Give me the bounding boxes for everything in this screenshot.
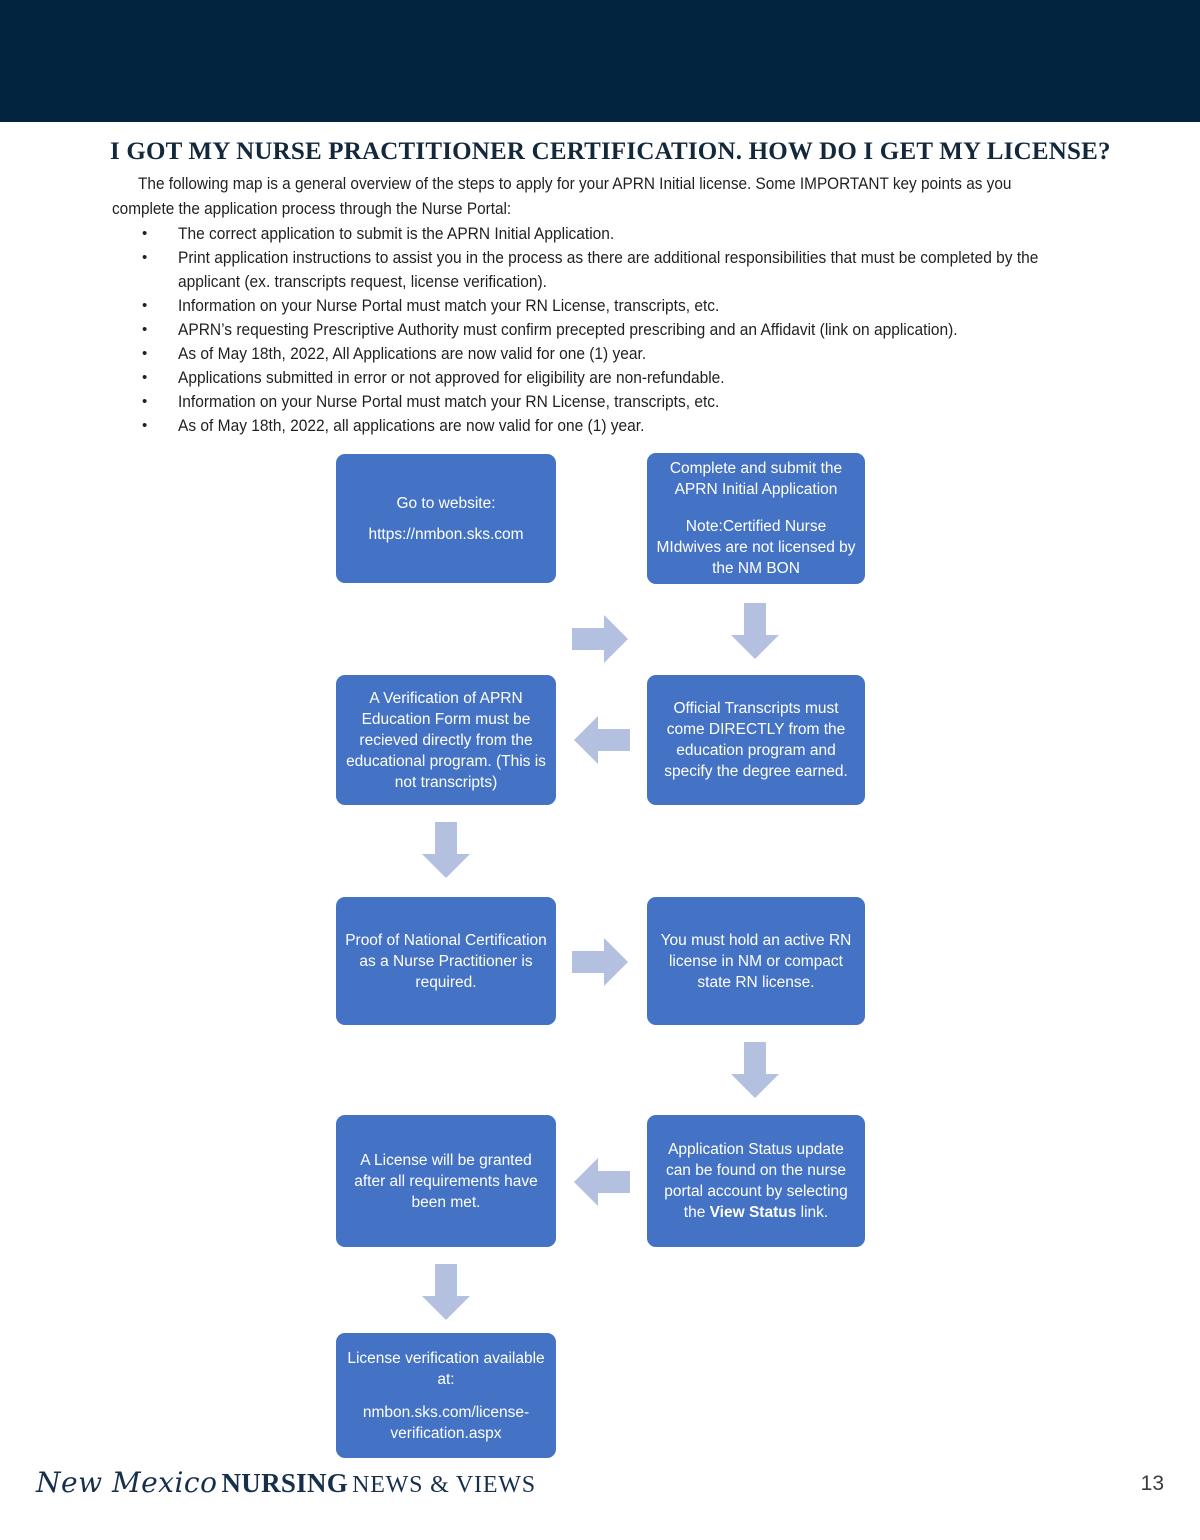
flowchart-step-rn-license: You must hold an active RN license in NM…	[647, 897, 865, 1025]
list-item-text: As of May 18th, 2022, All Applications a…	[178, 345, 647, 363]
flowchart-step-status-update: Application Status update can be found o…	[647, 1115, 865, 1247]
intro-paragraph: The following map is a general overview …	[112, 175, 1012, 218]
bullet-marker-icon: •	[142, 417, 148, 434]
list-item-text: Information on your Nurse Portal must ma…	[178, 297, 720, 315]
arrow-left-icon	[574, 1158, 630, 1206]
flowchart-step-license-granted-text: A License will be granted after all requ…	[354, 1151, 538, 1211]
page-number: 13	[1140, 1472, 1164, 1495]
list-item: • As of May 18th, 2022, all applications…	[112, 414, 1142, 438]
bullet-marker-icon: •	[142, 369, 148, 386]
list-item-text: As of May 18th, 2022, all applications a…	[178, 417, 645, 435]
list-item: • Information on your Nurse Portal must …	[112, 390, 1142, 414]
flowchart-step-website-line1: Go to website:	[396, 494, 496, 512]
flowchart-step-verification-form-text: A Verification of APRN Education Form mu…	[346, 689, 546, 791]
flowchart-step-application-line1: Complete and submit the APRN Initial App…	[669, 460, 843, 498]
flowchart-step-application-line2: Note:Certified Nurse MIdwives are not li…	[656, 518, 856, 577]
flowchart-step-website-line2: https://nmbon.sks.com	[368, 525, 524, 543]
flowchart-step-transcripts: Official Transcripts must come DIRECTLY …	[647, 675, 865, 805]
list-item-text: The correct application to submit is the…	[178, 225, 615, 243]
flowchart-step-status-update-text: Application Status update can be found o…	[656, 1139, 856, 1223]
list-item: • Applications submitted in error or not…	[112, 366, 1142, 390]
page-title: I GOT MY NURSE PRACTITIONER CERTIFICATIO…	[110, 138, 1111, 165]
list-item: • As of May 18th, 2022, All Applications…	[112, 342, 1142, 366]
list-item-text: Information on your Nurse Portal must ma…	[178, 393, 720, 411]
flowchart-step-license-granted: A License will be granted after all requ…	[336, 1115, 556, 1247]
masthead-script-text: New Mexico	[36, 1466, 218, 1499]
masthead-bold-text: NURSING	[221, 1468, 349, 1498]
list-item: • Information on your Nurse Portal must …	[112, 294, 1142, 318]
arrow-right-icon	[572, 615, 628, 663]
bullet-marker-icon: •	[142, 225, 148, 242]
masthead-light-text: NEWS & VIEWS	[352, 1472, 536, 1498]
arrow-down-icon	[731, 603, 779, 659]
status-update-prefix: Application Status update can be found o…	[664, 1141, 848, 1221]
flowchart-step-application: Complete and submit the APRN Initial App…	[647, 453, 865, 584]
list-item-text: Applications submitted in error or not a…	[178, 369, 725, 387]
flowchart-step-national-certification-text: Proof of National Certification as a Nur…	[345, 931, 547, 991]
bullet-marker-icon: •	[142, 321, 148, 338]
bullet-marker-icon: •	[142, 345, 148, 362]
flowchart-step-transcripts-text: Official Transcripts must come DIRECTLY …	[664, 700, 848, 780]
header-banner	[0, 0, 1200, 122]
arrow-right-icon	[572, 938, 628, 986]
flowchart-step-license-verification: License verification available at: nmbon…	[336, 1333, 556, 1458]
flowchart-step-license-verification-line2: nmbon.sks.com/license-verification.aspx	[362, 1403, 530, 1442]
bullet-marker-icon: •	[142, 249, 148, 266]
list-item: • Print application instructions to assi…	[112, 246, 1142, 294]
list-item-text: Print application instructions to assist…	[178, 249, 1039, 291]
arrow-down-icon	[731, 1042, 779, 1098]
flowchart-step-rn-license-text: You must hold an active RN license in NM…	[660, 931, 852, 991]
arrow-down-icon	[422, 822, 470, 878]
bullet-marker-icon: •	[142, 297, 148, 314]
arrow-left-icon	[574, 716, 630, 764]
flowchart-step-website: Go to website: https://nmbon.sks.com	[336, 454, 556, 583]
bullet-marker-icon: •	[142, 393, 148, 410]
list-item: • The correct application to submit is t…	[112, 222, 1142, 246]
aprn-license-flowchart: Go to website: https://nmbon.sks.com Com…	[0, 122, 1200, 1458]
list-item-text: APRN’s requesting Prescriptive Authority…	[178, 321, 958, 339]
flowchart-step-verification-form: A Verification of APRN Education Form mu…	[336, 675, 556, 805]
flowchart-step-license-verification-line1: License verification available at:	[347, 1349, 545, 1388]
list-item: • APRN’s requesting Prescriptive Authori…	[112, 318, 1142, 342]
flowchart-step-national-certification: Proof of National Certification as a Nur…	[336, 897, 556, 1025]
arrow-down-icon	[422, 1264, 470, 1320]
key-points-list: • The correct application to submit is t…	[112, 222, 1142, 438]
view-status-link-label: View Status	[709, 1204, 797, 1221]
status-update-suffix: link.	[796, 1204, 829, 1221]
